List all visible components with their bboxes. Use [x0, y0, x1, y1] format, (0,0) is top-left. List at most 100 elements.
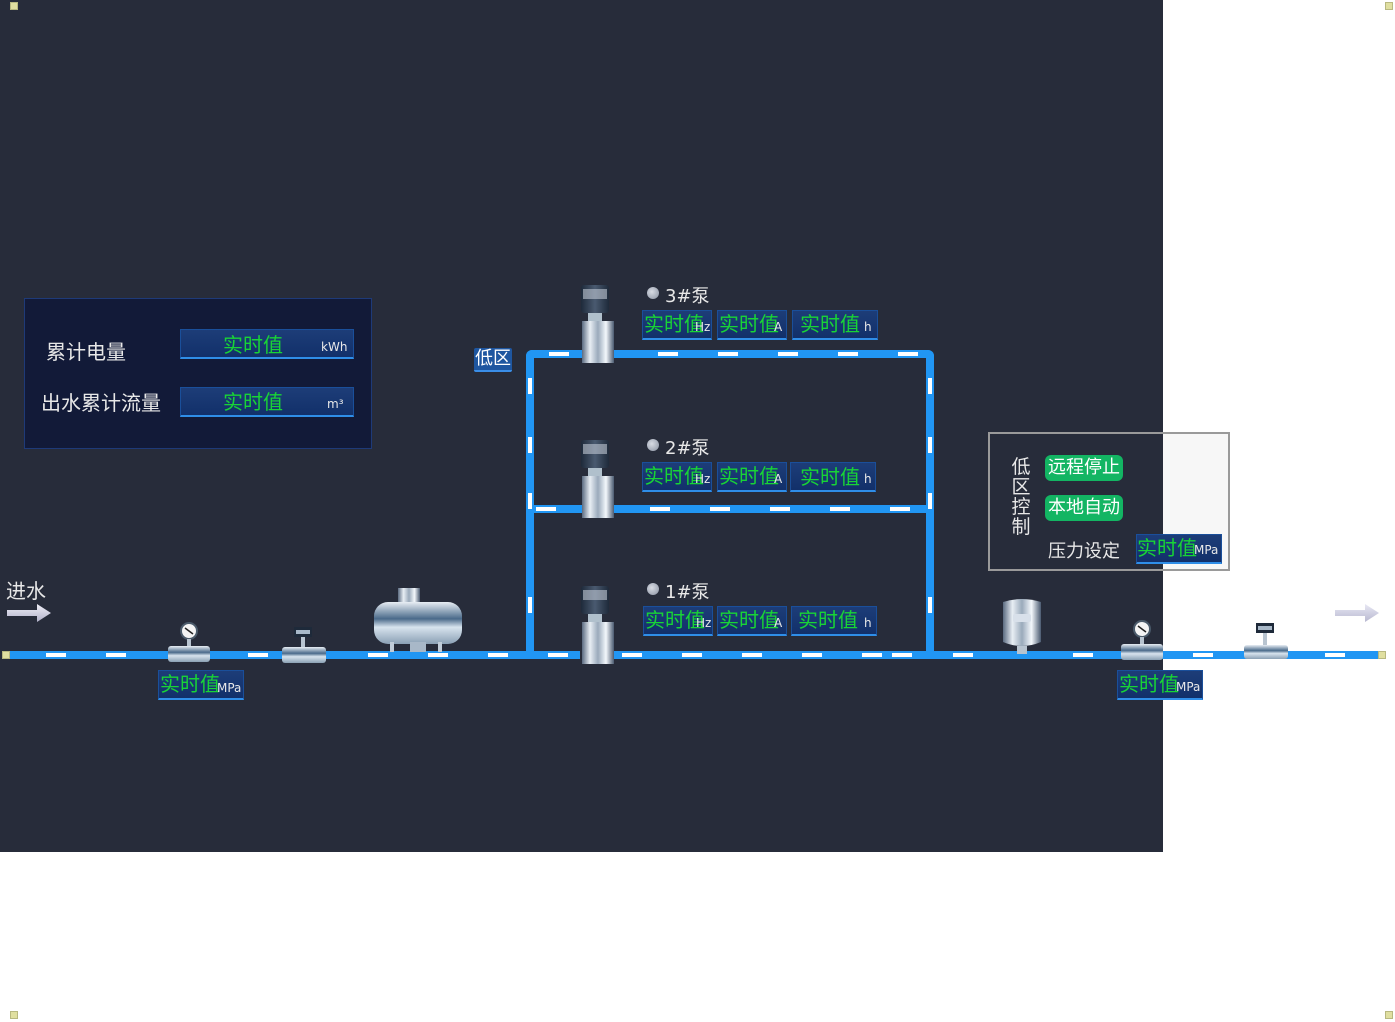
pressure-setpoint-value: 实时值 — [1137, 536, 1197, 560]
pump-3-runtime-value: 实时值 — [800, 312, 860, 336]
outlet-flow-meter-icon — [1244, 623, 1288, 659]
flow-dash — [248, 653, 268, 657]
energy-value-box[interactable]: 实时值 kWh — [180, 329, 354, 359]
pump-1-name: 1#泵 — [665, 582, 710, 603]
corner-marker — [1385, 1011, 1393, 1019]
flow-dash — [428, 653, 448, 657]
flow-dash — [718, 352, 738, 356]
pump-3-current-value: 实时值 — [719, 312, 779, 336]
pump-2-current-box[interactable]: 实时值 A — [717, 462, 787, 492]
flow-dash — [682, 653, 702, 657]
flow-dash — [892, 653, 912, 657]
flow-dash — [368, 653, 388, 657]
pump-2-name: 2#泵 — [665, 438, 710, 459]
branch-3-pipe-right — [614, 350, 934, 358]
pump-3-frequency-box[interactable]: 实时值 Hz — [642, 310, 712, 340]
flow-dash — [1073, 653, 1093, 657]
energy-unit: kWh — [321, 340, 348, 354]
outlet-pipe — [612, 651, 1382, 659]
flow-dash — [830, 507, 850, 511]
flow-dash — [953, 653, 973, 657]
pipe-end-cap — [2, 651, 10, 659]
inlet-pressure-box[interactable]: 实时值 MPa — [158, 670, 244, 700]
zone-label: 低区 — [474, 348, 512, 372]
energy-label: 累计电量 — [46, 340, 126, 364]
pump-2-runtime-box[interactable]: 实时值 h — [790, 462, 876, 492]
control-title-char: 制 — [1011, 516, 1031, 538]
control-title-char: 区 — [1011, 476, 1031, 498]
outlet-pressure-value: 实时值 — [1119, 672, 1179, 696]
control-title-char: 低 — [1011, 456, 1031, 478]
flow-dash — [898, 352, 918, 356]
inlet-label: 进水 — [6, 579, 46, 603]
inlet-arrow-icon — [7, 604, 51, 622]
pump-1-icon[interactable] — [578, 584, 616, 664]
flow-dash — [928, 597, 932, 613]
remote-stop-button[interactable]: 远程停止 — [1045, 455, 1123, 481]
inlet-pressure-gauge-icon — [168, 622, 210, 662]
flow-dash — [928, 493, 932, 509]
flow-dash — [106, 653, 126, 657]
pump-2-frequency-value: 实时值 — [644, 464, 704, 488]
pump-3-current-box[interactable]: 实时值 A — [717, 310, 787, 340]
pump-1-runtime-unit: h — [864, 616, 872, 630]
pump-1-current-value: 实时值 — [719, 608, 779, 632]
pump-3-runtime-unit: h — [864, 320, 872, 334]
flow-dash — [770, 507, 790, 511]
pump-2-frequency-unit: Hz — [695, 472, 711, 486]
flow-dash — [528, 493, 532, 509]
corner-marker — [10, 2, 18, 10]
inlet-pressure-value: 实时值 — [160, 672, 220, 696]
flow-unit: m³ — [327, 397, 344, 411]
outlet-pressure-unit: MPa — [1176, 680, 1201, 694]
outlet-pressure-box[interactable]: 实时值 MPa — [1117, 670, 1203, 700]
pump-2-frequency-box[interactable]: 实时值 Hz — [642, 462, 712, 492]
flow-value-box[interactable]: 实时值 m³ — [180, 387, 354, 417]
control-title-char: 控 — [1011, 496, 1031, 518]
pump-1-current-unit: A — [774, 616, 783, 630]
pump-3-name: 3#泵 — [665, 286, 710, 307]
flow-dash — [1325, 653, 1345, 657]
pump-3-status-indicator — [647, 287, 659, 299]
flow-dash — [890, 507, 910, 511]
pressure-setpoint-unit: MPa — [1194, 543, 1219, 557]
flow-dash — [528, 597, 532, 613]
pump-2-current-value: 实时值 — [719, 464, 779, 488]
flow-dash — [928, 437, 932, 453]
pump-2-runtime-unit: h — [864, 472, 872, 486]
pump-1-frequency-unit: Hz — [696, 616, 712, 630]
flow-dash — [778, 352, 798, 356]
flow-label: 出水累计流量 — [41, 391, 161, 415]
pump-3-current-unit: A — [774, 320, 783, 334]
pump-2-current-unit: A — [774, 472, 783, 486]
flow-dash — [528, 378, 532, 394]
pump-1-status-indicator — [647, 583, 659, 595]
flow-dash — [710, 507, 730, 511]
pump-1-runtime-value: 实时值 — [798, 608, 858, 632]
pressure-setpoint-box[interactable]: 实时值 MPa — [1136, 534, 1222, 564]
pump-1-current-box[interactable]: 实时值 A — [717, 606, 787, 636]
flow-dash — [622, 653, 642, 657]
pump-1-runtime-box[interactable]: 实时值 h — [791, 606, 877, 636]
flow-dash — [658, 352, 678, 356]
pump-1-frequency-box[interactable]: 实时值 Hz — [643, 606, 713, 636]
summary-panel — [24, 298, 372, 449]
pump-2-status-indicator — [647, 439, 659, 451]
corner-marker — [1385, 2, 1393, 10]
flow-dash — [742, 653, 762, 657]
inlet-flow-meter-icon — [282, 627, 326, 663]
outlet-pressure-gauge-icon — [1121, 620, 1163, 660]
local-auto-button[interactable]: 本地自动 — [1045, 495, 1123, 521]
pump-3-runtime-box[interactable]: 实时值 h — [792, 310, 878, 340]
flow-dash — [802, 653, 822, 657]
pump-3-icon[interactable] — [578, 283, 616, 363]
buffer-tank-icon — [374, 588, 462, 652]
flow-dash — [528, 437, 532, 453]
flow-dash — [549, 352, 569, 356]
flow-dash — [650, 507, 670, 511]
pump-2-icon[interactable] — [578, 438, 616, 518]
pump-1-frequency-value: 实时值 — [645, 608, 705, 632]
inlet-pressure-unit: MPa — [217, 681, 242, 695]
flow-dash — [1193, 653, 1213, 657]
pipe-end-cap — [1378, 651, 1386, 659]
